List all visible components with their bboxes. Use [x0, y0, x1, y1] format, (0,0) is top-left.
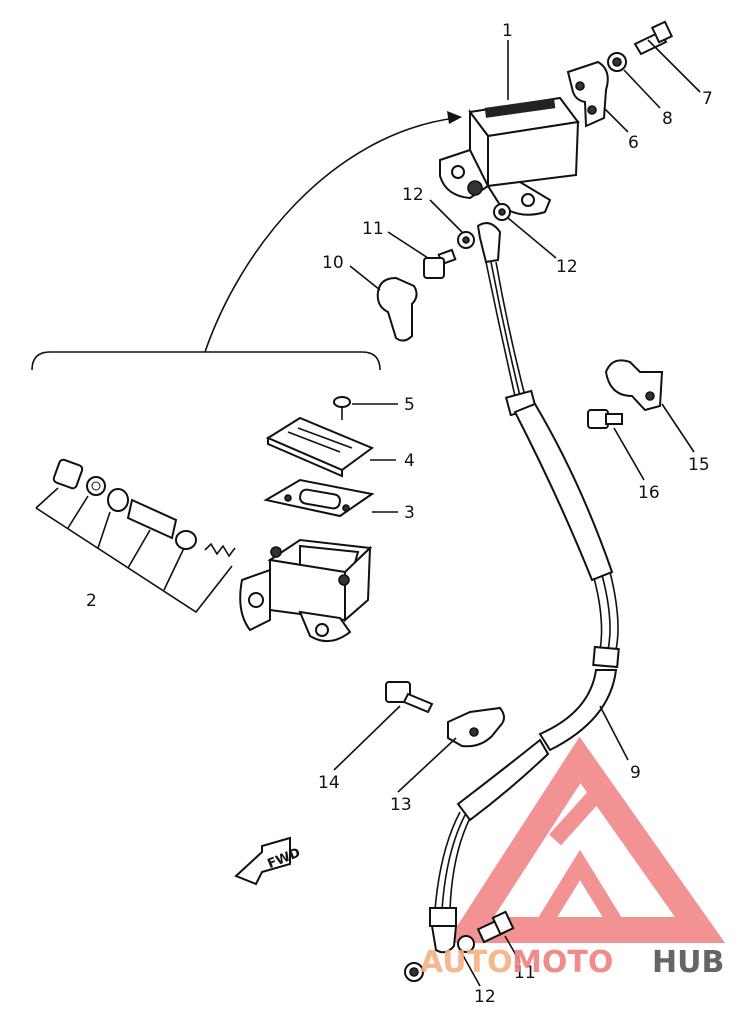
fwd-direction-arrow: FWD [234, 836, 303, 886]
label-part-11-top: 11 [362, 219, 384, 239]
bolt-16 [587, 409, 623, 429]
hose-clamp-15 [604, 359, 664, 412]
master-cylinder-body-detail [239, 538, 373, 643]
banjo-bolt-11-bottom [476, 910, 515, 944]
watermark-text: AUTO MOTO HUB [420, 945, 724, 980]
master-cylinder-assembly [439, 96, 580, 216]
reservoir-cover-4 [265, 416, 375, 478]
bolt-14 [385, 681, 434, 714]
label-part-9: 9 [630, 763, 641, 783]
label-part-14: 14 [318, 773, 340, 793]
label-part-8: 8 [662, 109, 673, 129]
label-part-10: 10 [322, 253, 344, 273]
master-cylinder-clamp [566, 60, 609, 128]
washer-8 [607, 52, 627, 72]
watermark-hub: HUB [652, 945, 724, 980]
piston-kit-2 [35, 458, 236, 614]
label-part-7: 7 [702, 89, 713, 109]
label-part-12-top-left: 12 [402, 185, 424, 205]
cap-10 [376, 276, 418, 342]
label-part-3: 3 [404, 503, 415, 523]
label-part-5: 5 [404, 395, 415, 415]
callout-arc [204, 117, 456, 353]
bolt-7 [633, 20, 674, 56]
label-part-11-bottom: 11 [514, 963, 536, 983]
label-part-13: 13 [390, 795, 412, 815]
label-part-12-top-right: 12 [556, 257, 578, 277]
label-part-2: 2 [86, 591, 97, 611]
banjo-bolt-11-top [423, 248, 457, 279]
label-part-4: 4 [404, 451, 415, 471]
watermark-auto: AUTO [420, 945, 513, 980]
watermark-moto: MOTO [512, 945, 613, 980]
detail-bracket [31, 351, 381, 371]
diaphragm-gasket-3 [263, 478, 375, 518]
screw-5 [333, 396, 351, 420]
label-part-12-bottom: 12 [474, 987, 496, 1007]
leader-lines [333, 39, 701, 987]
watermark-logo [446, 736, 726, 943]
washer-12-bottom [404, 935, 475, 982]
washer-12-left [457, 231, 475, 249]
washer-12-right [493, 203, 511, 221]
label-part-6: 6 [628, 133, 639, 153]
label-part-15: 15 [688, 455, 710, 475]
hose-clamp-13 [447, 706, 505, 748]
label-part-16: 16 [638, 483, 660, 503]
label-part-1: 1 [502, 21, 513, 41]
callout-arrowhead [447, 111, 462, 124]
part-number-labels: 1 2 3 4 5 6 7 8 9 10 11 11 12 12 12 13 1… [86, 21, 713, 1007]
brake-hose-9 [429, 222, 620, 954]
